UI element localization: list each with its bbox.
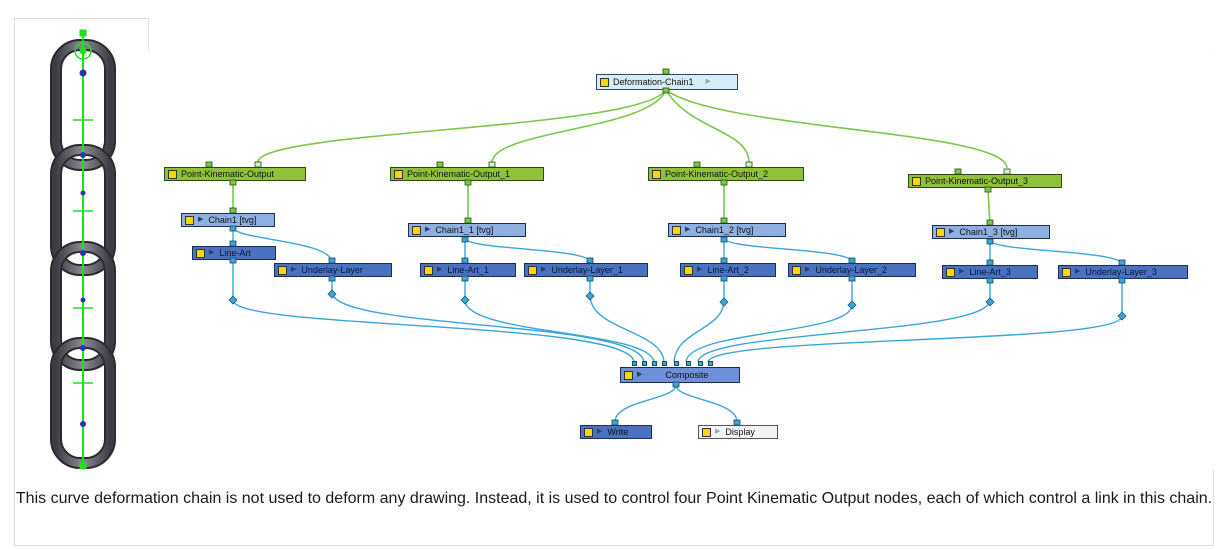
input-port[interactable] [708,361,713,366]
node-enable-icon[interactable] [600,77,609,87]
node-enable-icon[interactable] [624,370,633,380]
node-enable-icon[interactable] [196,248,205,258]
play-arrow-icon: ▶ [541,266,547,273]
node-enable-icon[interactable] [185,215,194,225]
figure-notch [148,18,1215,51]
node-enable-icon[interactable] [278,265,287,275]
node-label: Underlay-Layer [301,265,363,275]
bone-joints [79,69,87,427]
node-enable-icon[interactable] [412,225,421,235]
composite-node[interactable]: ▶ Composite [620,367,740,383]
play-arrow-icon: ▶ [198,216,204,223]
node-label: Write [607,427,629,437]
node-label: Line-Art_3 [969,267,1011,277]
chain-drawing-node-0[interactable]: ▶ Chain1 [tvg] [181,213,275,227]
input-port[interactable] [674,361,679,366]
node-enable-icon[interactable] [912,176,921,186]
chain-drawing-node-3[interactable]: ▶ Chain1_3 [tvg] [932,225,1050,239]
play-arrow-icon: ▶ [715,428,721,435]
node-label: Underlay-Layer_1 [551,265,623,275]
play-arrow-icon: ▶ [1075,268,1081,275]
node-label: Underlay-Layer_2 [815,265,887,275]
line-art-node-2[interactable]: ▶ Line-Art_2 [680,263,776,277]
play-arrow-icon: ▶ [705,78,711,85]
chain-drawing-node-1[interactable]: ▶ Chain1_1 [tvg] [408,223,526,237]
node-label: Line-Art_1 [447,265,489,275]
composite-links [232,226,1123,423]
node-view [150,50,1214,470]
node-enable-icon[interactable] [672,225,681,235]
node-label: Composite [665,370,709,380]
node-enable-icon[interactable] [394,169,403,179]
node-label: Deformation-Chain1 [613,77,694,87]
node-enable-icon[interactable] [584,427,593,437]
play-arrow-icon: ▶ [597,428,603,435]
node-label: Point-Kinematic-Output_2 [665,169,769,179]
node-enable-icon[interactable] [936,227,945,237]
node-enable-icon[interactable] [792,265,801,275]
pko-node-2[interactable]: Point-Kinematic-Output_2 [648,167,804,181]
display-node[interactable]: ▶ Display [698,425,778,439]
node-label: Line-Art_2 [707,265,749,275]
write-node[interactable]: ▶ Write [580,425,652,439]
node-label: Underlay-Layer_3 [1085,267,1157,277]
node-enable-icon[interactable] [528,265,537,275]
play-arrow-icon: ▶ [425,226,431,233]
node-label: Chain1_1 [tvg] [435,225,494,235]
deformation-links [232,89,1008,226]
node-enable-icon[interactable] [946,267,955,277]
play-arrow-icon: ▶ [805,266,811,273]
play-arrow-icon: ▶ [949,228,955,235]
node-label: Chain1_3 [tvg] [959,227,1018,237]
input-port[interactable] [652,361,657,366]
input-port[interactable] [662,361,667,366]
play-arrow-icon: ▶ [209,249,215,256]
node-label: Display [725,427,755,437]
play-arrow-icon: ▶ [697,266,703,273]
play-arrow-icon: ▶ [437,266,443,273]
node-enable-icon[interactable] [424,265,433,275]
play-arrow-icon: ▶ [685,226,691,233]
node-label: Point-Kinematic-Output_1 [407,169,511,179]
composite-input-ports [630,361,720,367]
play-arrow-icon: ▶ [637,371,643,378]
node-label: Chain1_2 [tvg] [695,225,754,235]
input-port[interactable] [686,361,691,366]
play-arrow-icon: ▶ [291,266,297,273]
link-diamonds [228,289,1127,321]
node-enable-icon[interactable] [1062,267,1071,277]
play-arrow-icon: ▶ [959,268,965,275]
node-enable-icon[interactable] [684,265,693,275]
input-port[interactable] [698,361,703,366]
node-enable-icon[interactable] [702,427,711,437]
node-label: Chain1 [tvg] [208,215,257,225]
node-enable-icon[interactable] [168,169,177,179]
node-enable-icon[interactable] [652,169,661,179]
underlay-node-1[interactable]: ▶ Underlay-Layer_1 [524,263,648,277]
figure-caption: This curve deformation chain is not used… [15,490,1213,507]
node-label: Line-Art [219,248,251,258]
line-art-node-3[interactable]: ▶ Line-Art_3 [942,265,1038,279]
node-label: Point-Kinematic-Output [181,169,275,179]
chain-drawing-node-2[interactable]: ▶ Chain1_2 [tvg] [668,223,786,237]
input-port[interactable] [642,361,647,366]
input-port[interactable] [632,361,637,366]
chain-illustration [50,29,116,470]
node-label: Point-Kinematic-Output_3 [925,176,1029,186]
